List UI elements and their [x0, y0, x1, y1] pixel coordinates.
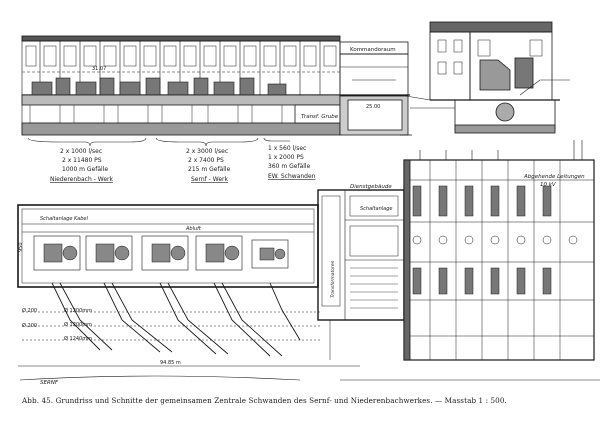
plant-schwanden: 1 x 560 l/sec 1 x 2000 PS 360 m Gefälle …: [268, 145, 316, 180]
plant-2-name: Sernf - Werk: [191, 176, 228, 183]
label-transformer-pit: Transf. Grube: [301, 114, 339, 120]
label-d3: Ø 1200mm: [64, 307, 92, 314]
longitudinal-section: [21, 35, 412, 136]
label-kommandoraum: Kommandoraum: [350, 47, 396, 53]
label-d5: Ø 1200mm: [64, 321, 92, 328]
label-d2: Ø 200: [22, 322, 37, 329]
label-d1: Ø 200: [22, 307, 37, 314]
plant-sernf: 2 x 3000 l/sec 2 x 7400 PS 215 m Gefälle…: [186, 148, 231, 183]
label-abgehende-leitungen: Abgehende Leitungen: [523, 174, 585, 180]
label-abluft: Abluft: [185, 226, 202, 232]
plant-3-line-3: 360 m Gefälle: [268, 163, 311, 170]
plant-2-line-3: 215 m Gefälle: [188, 166, 231, 173]
label-transformatoren: Transformatoren: [330, 260, 336, 298]
plant-3-name: EW. Schwanden: [268, 173, 316, 180]
figure-caption: Abb. 45. Grundriss und Schnitte der geme…: [22, 396, 507, 405]
label-elevation-mid: 25.00: [366, 104, 380, 110]
plant-3-line-2: 1 x 2000 PS: [268, 154, 304, 161]
plant-1-line-3: 1000 m Gefälle: [62, 166, 108, 173]
floor-plan: [17, 140, 600, 381]
plant-1-name: Niederenbach - Werk: [50, 176, 113, 183]
label-voltage: 10 kV: [540, 182, 557, 188]
plant-2-line-2: 2 x 7400 PS: [188, 157, 224, 164]
label-dim-bottom: 94.85 m: [160, 360, 181, 366]
plant-3-line-1: 1 x 560 l/sec: [268, 145, 306, 152]
label-sernf: SERNF: [40, 380, 59, 386]
plant-niederenbach: 2 x 1000 l/sec 2 x 11480 PS 1000 m Gefäl…: [50, 148, 113, 183]
label-d4: Ø 1240mm: [64, 335, 92, 342]
label-dienstgebaude: Dienstgebäude: [350, 184, 392, 190]
label-elevation-top: 31.07: [92, 66, 106, 72]
cross-section: [399, 21, 570, 134]
plant-2-line-1: 2 x 3000 l/sec: [186, 148, 228, 155]
label-schaltanlage: Schaltanlage: [360, 206, 392, 212]
label-dim-950: 950: [18, 242, 24, 252]
plant-1-line-2: 2 x 11480 PS: [62, 157, 102, 164]
plant-1-line-1: 2 x 1000 l/sec: [60, 148, 102, 155]
label-schaltanlage-kabel: Schaltanlage Kabel: [40, 216, 88, 222]
